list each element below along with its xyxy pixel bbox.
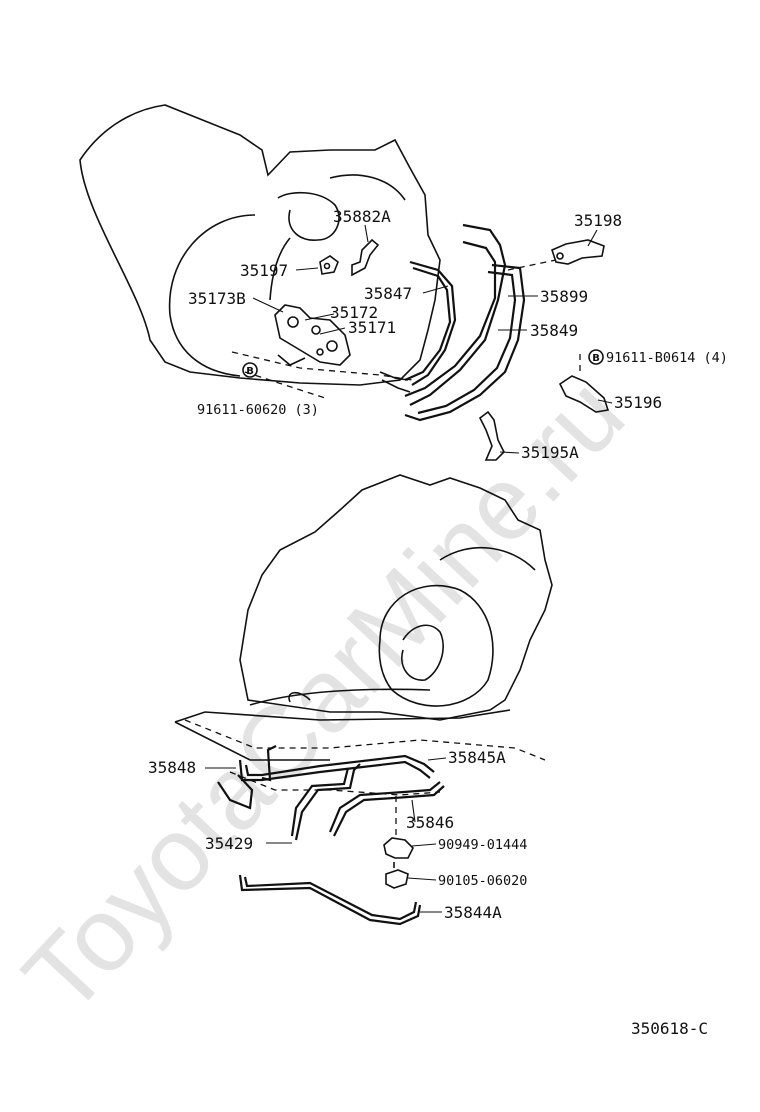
label-35172: 35172	[330, 303, 378, 322]
lower-transaxle-housing	[174, 474, 553, 761]
bracket-35198	[551, 239, 605, 265]
bracket-35196	[558, 375, 610, 413]
bracket-35882A	[351, 238, 380, 277]
label-35195A: 35195A	[521, 443, 579, 462]
label-35844A: 35844A	[444, 903, 502, 922]
upper-transaxle-housing	[79, 104, 441, 386]
label-35196: 35196	[614, 393, 662, 412]
union-90949-01444	[383, 837, 414, 859]
label-35173B: 35173B	[188, 289, 246, 308]
bracket-35195A	[478, 410, 505, 461]
bolt-90105-06020	[385, 862, 409, 889]
oil-cooler-tubes-upper	[379, 223, 526, 422]
diagram-reference-code: 350618-C	[631, 1019, 708, 1038]
bolt-marker-symbol-right: B	[588, 349, 604, 365]
bolt-marker-symbol-left: B	[242, 362, 258, 378]
label-35849: 35849	[530, 321, 578, 340]
label-35171: 35171	[348, 318, 396, 337]
label-91611-60620: 91611-60620 (3)	[197, 402, 319, 418]
label-91611-B0614: 91611-B0614 (4)	[606, 350, 728, 366]
oil-pump-assembly	[274, 304, 351, 366]
pipe-35844A	[238, 874, 422, 926]
label-35882A: 35882A	[333, 207, 391, 226]
label-35429: 35429	[205, 834, 253, 853]
lower-mounting-reference	[184, 719, 546, 761]
label-35846: 35846	[406, 813, 454, 832]
svg-text:B: B	[246, 366, 254, 377]
label-90105-06020: 90105-06020	[438, 873, 527, 889]
label-35899: 35899	[540, 287, 588, 306]
callout-leaders	[205, 224, 613, 913]
label-35197: 35197	[240, 261, 288, 280]
label-90949-01444: 90949-01444	[438, 837, 527, 853]
label-35845A: 35845A	[448, 748, 506, 767]
label-35198: 35198	[574, 211, 622, 230]
oil-cooler-tubes-lower	[217, 745, 445, 841]
mounting-reference-line	[231, 351, 413, 381]
clip-35197	[319, 255, 339, 275]
label-35847: 35847	[364, 284, 412, 303]
label-35848: 35848	[148, 758, 196, 777]
svg-text:B: B	[592, 353, 600, 364]
